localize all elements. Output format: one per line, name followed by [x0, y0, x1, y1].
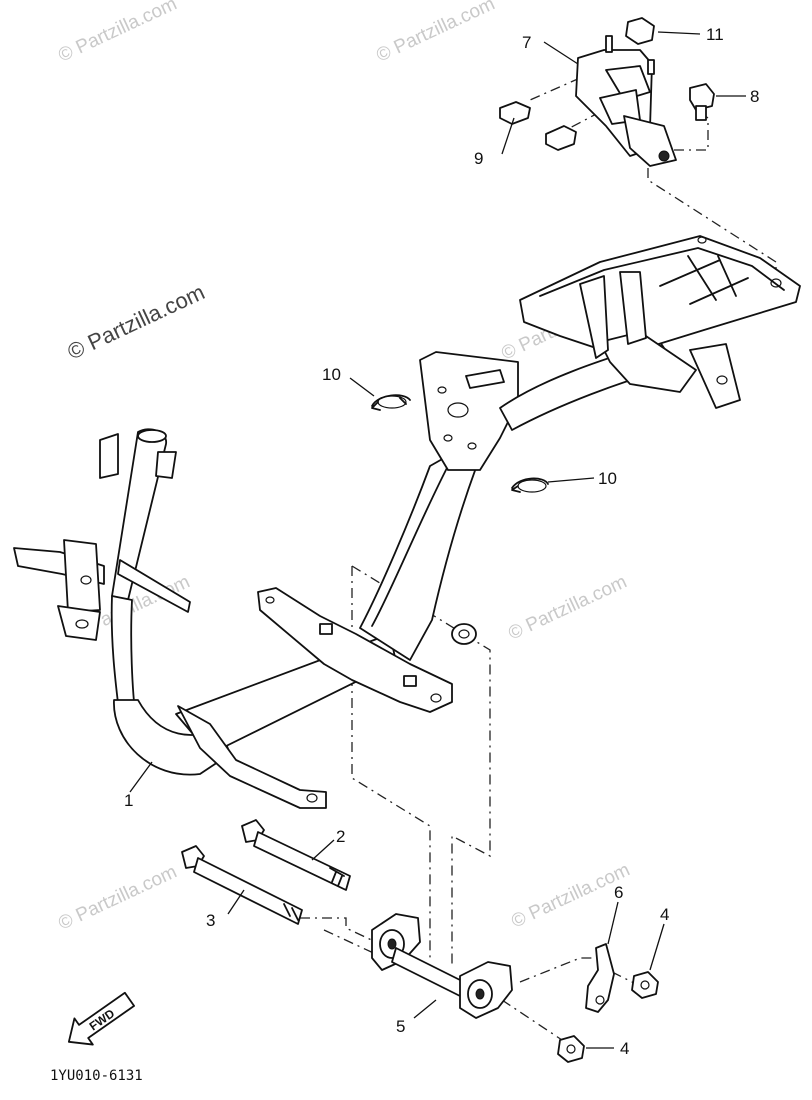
callout-4-upper: 4 — [660, 905, 669, 924]
callouts: 7 11 8 9 10 10 1 2 3 6 4 5 4 — [124, 25, 759, 1058]
nut-part-4-lower — [557, 1035, 585, 1063]
clip-part-10-lower — [511, 477, 549, 493]
watermark-text: © Partzilla.com — [505, 571, 630, 644]
callout-3: 3 — [206, 911, 215, 930]
engine-bracket — [575, 35, 677, 167]
hardware — [181, 17, 715, 1063]
watermark-text: © Partzilla.com — [55, 861, 180, 934]
watermark-text: © Partzilla.com — [64, 279, 209, 364]
leader-lines — [129, 31, 746, 1049]
callout-1: 1 — [124, 791, 133, 810]
callout-8: 8 — [750, 87, 759, 106]
nut-part-4-upper — [631, 971, 659, 999]
callout-6: 6 — [614, 883, 623, 902]
pad-part-9 — [545, 125, 577, 151]
cap-part-11 — [625, 17, 655, 45]
callout-9: 9 — [474, 149, 483, 168]
watermark-text: © Partzilla.com — [373, 0, 498, 67]
diagram-code: 1YU010-6131 — [50, 1068, 143, 1084]
watermark-text: © Partzilla.com — [55, 0, 180, 67]
callout-5: 5 — [396, 1017, 405, 1036]
alignment-lines — [300, 77, 777, 1041]
callout-4-lower: 4 — [620, 1039, 629, 1058]
main-frame — [13, 235, 801, 809]
callout-11: 11 — [706, 25, 724, 44]
fwd-arrow: FWD — [67, 991, 135, 1046]
callout-10-lower: 10 — [598, 469, 617, 488]
bolt-part-8 — [689, 83, 715, 111]
bracket-part-6 — [585, 943, 615, 1013]
callout-2: 2 — [336, 827, 345, 846]
pad-part-9 — [499, 101, 531, 125]
callout-10-upper: 10 — [322, 365, 341, 384]
callout-7: 7 — [522, 33, 531, 52]
